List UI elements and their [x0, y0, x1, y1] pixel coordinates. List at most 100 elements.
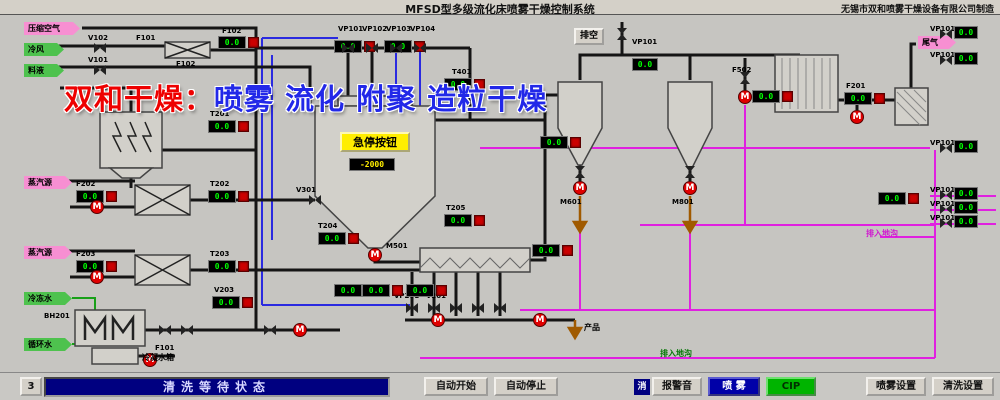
status-led	[106, 261, 117, 272]
valve-icon[interactable]	[940, 204, 952, 214]
pump-icon[interactable]: M	[738, 90, 752, 104]
pump-icon[interactable]: M	[533, 313, 547, 327]
diagram-text: 产品	[584, 323, 600, 332]
tag-label: V301	[296, 186, 317, 194]
valve-icon[interactable]	[940, 143, 952, 153]
valve-icon[interactable]	[414, 43, 426, 53]
valve-icon[interactable]	[472, 303, 484, 313]
valve-icon[interactable]	[406, 303, 418, 313]
stream-label: 冷冻水	[24, 292, 72, 305]
cip-button[interactable]: CIP	[766, 377, 816, 396]
status-led	[474, 79, 485, 90]
valve-icon[interactable]	[181, 325, 193, 335]
status-led	[238, 261, 249, 272]
value-display: 0.0	[878, 192, 906, 205]
status-led	[392, 285, 403, 296]
tag-label: V101	[88, 56, 109, 64]
valve-icon[interactable]	[940, 55, 952, 65]
valve-icon[interactable]	[159, 325, 171, 335]
valve-icon[interactable]	[685, 166, 695, 178]
product-arrow	[566, 326, 584, 341]
pump-icon[interactable]: M	[850, 110, 864, 124]
value-display: 0.0	[954, 26, 978, 39]
page-button[interactable]: 3	[20, 377, 42, 396]
value-display: 0.0	[844, 92, 872, 105]
valve-icon[interactable]	[575, 166, 585, 178]
tag-label: T202	[210, 180, 230, 188]
stream-label: 蒸汽源	[24, 176, 72, 189]
value-display: 0.0	[954, 201, 978, 214]
watermark-slogan: 喷雾 流化 附聚 造粒干燥	[214, 82, 548, 116]
tag-label: V203	[214, 286, 235, 294]
value-display: 0.0	[444, 214, 472, 227]
emergency-stop-button[interactable]: 急停按钮	[340, 132, 410, 152]
tag-label: T203	[210, 250, 230, 258]
valve-icon[interactable]	[366, 43, 378, 53]
valve-icon[interactable]	[309, 195, 321, 205]
pump-icon[interactable]: M	[90, 270, 104, 284]
status-led	[570, 137, 581, 148]
spray-button[interactable]: 喷 雾	[708, 377, 760, 396]
product-arrows	[566, 196, 699, 341]
diagram-text: 排空	[574, 28, 605, 45]
valve-icon[interactable]	[740, 72, 750, 84]
valve-icon[interactable]	[450, 303, 462, 313]
pump-icon[interactable]: M	[573, 181, 587, 195]
status-led	[238, 191, 249, 202]
tag-label: T204	[318, 222, 338, 230]
status-led	[248, 37, 259, 48]
value-display: 0.0	[954, 52, 978, 65]
tag-label: F502	[732, 66, 752, 74]
value-display: 0.0	[954, 215, 978, 228]
valve-icon[interactable]	[617, 28, 627, 40]
valve-icon[interactable]	[428, 303, 440, 313]
tag-label: VP102	[362, 25, 388, 33]
status-led	[474, 215, 485, 226]
valve-icon[interactable]	[940, 190, 952, 200]
pump-icon[interactable]: M	[293, 323, 307, 337]
condensate-tank	[91, 347, 139, 365]
equipment-detail	[83, 41, 211, 340]
status-led	[436, 285, 447, 296]
value-display: 0.0	[334, 284, 362, 297]
valve-icon[interactable]	[494, 303, 506, 313]
valve-icon[interactable]	[342, 43, 354, 53]
stream-label: 料液	[24, 64, 64, 77]
cip-lines	[261, 37, 421, 306]
auto-start-button[interactable]: 自动开始	[424, 377, 488, 396]
valve-icon[interactable]	[264, 325, 276, 335]
stream-label: 蒸汽源	[24, 246, 72, 259]
value-display: 0.0	[318, 232, 346, 245]
valve-icon[interactable]	[940, 218, 952, 228]
spray-settings-button[interactable]: 喷雾设置	[866, 377, 926, 396]
value-display: 0.0	[212, 296, 240, 309]
tag-label: F102	[176, 60, 196, 68]
value-display: 0.0	[752, 90, 780, 103]
diagram-text: 排入地沟	[866, 229, 898, 238]
tag-label: M601	[560, 198, 582, 206]
valve-icon[interactable]	[940, 29, 952, 39]
mute-alarm-button[interactable]: 报警音	[652, 377, 702, 396]
pump-icon[interactable]: M	[368, 248, 382, 262]
tag-label: V201	[426, 292, 447, 300]
valve-icon[interactable]	[94, 43, 106, 53]
hx-tubes	[419, 58, 927, 269]
tag-label: F101	[136, 34, 156, 42]
stream-label: 压缩空气	[24, 22, 80, 35]
status-led	[238, 121, 249, 132]
clean-settings-button[interactable]: 清洗设置	[932, 377, 994, 396]
valve-icon[interactable]	[94, 65, 106, 75]
watermark-brand: 双和干燥：	[64, 82, 215, 116]
tag-label: T205	[446, 204, 466, 212]
value-display: 0.0	[208, 260, 236, 273]
tag-label: T401	[452, 68, 472, 76]
pump-icon[interactable]: M	[90, 200, 104, 214]
status-led	[874, 93, 885, 104]
pump-icon[interactable]: M	[143, 353, 157, 367]
pump-icon[interactable]: M	[431, 313, 445, 327]
tag-label: F102	[222, 27, 242, 35]
valve-icon[interactable]	[390, 43, 402, 53]
auto-stop-button[interactable]: 自动停止	[494, 377, 558, 396]
pump-icon[interactable]: M	[683, 181, 697, 195]
